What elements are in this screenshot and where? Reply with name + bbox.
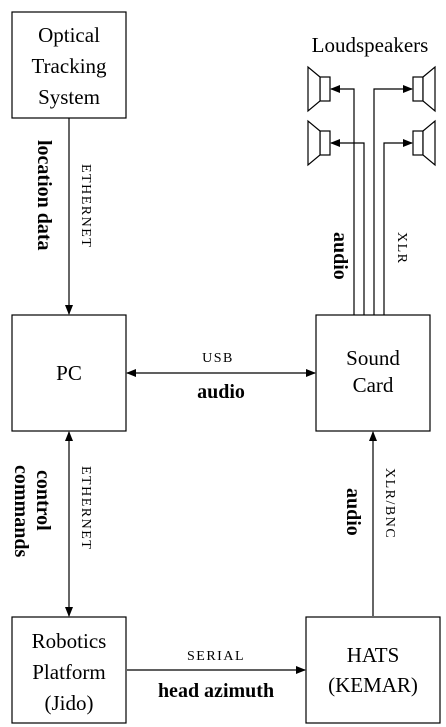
sound-card-line-2: Card	[353, 373, 394, 397]
audio-hats-label: audio	[342, 488, 364, 536]
xlr-bnc-label: XLR/BNC	[382, 468, 397, 539]
sound-card-line-1: Sound	[346, 346, 400, 370]
hats-box: HATS (KEMAR)	[305, 616, 441, 724]
control-label: control	[32, 470, 54, 531]
serial-label: SERIAL	[187, 649, 245, 664]
ethernet-top-label: ETHERNET	[78, 164, 93, 248]
wire-to-speaker-mid-right	[383, 139, 413, 315]
head-azimuth-label: head azimuth	[158, 680, 274, 702]
ethernet-bottom-label: ETHERNET	[78, 466, 93, 550]
commands-label: commands	[10, 465, 32, 557]
optical-tracking-line-1: Optical	[38, 23, 100, 47]
optical-tracking-line-2: Tracking	[31, 54, 107, 78]
location-data-label: location data	[33, 140, 55, 251]
wire-to-speaker-top-right	[373, 85, 413, 315]
optical-tracking-system-box: Optical Tracking System	[11, 11, 127, 119]
pc-label: PC	[56, 361, 82, 385]
loudspeakers-label: Loudspeakers	[312, 33, 429, 57]
wire-to-speaker-mid-left	[330, 139, 365, 315]
speaker-top-right	[412, 65, 436, 113]
speaker-top-left	[307, 65, 331, 113]
hats-line-1: HATS	[347, 643, 400, 667]
robotics-line-1: Robotics	[32, 629, 107, 653]
usb-label: USB	[202, 351, 234, 366]
xlr-label: XLR	[394, 232, 409, 265]
speaker-mid-left	[307, 119, 331, 167]
sound-card-box: Sound Card	[315, 314, 431, 432]
audio-usb-label: audio	[197, 381, 245, 403]
pc-box: PC	[11, 314, 127, 432]
optical-tracking-line-3: System	[38, 85, 100, 109]
hats-line-2: (KEMAR)	[328, 673, 418, 697]
robotics-line-2: Platform	[32, 660, 106, 684]
audio-speakers-label: audio	[329, 232, 351, 280]
robotics-platform-box: Robotics Platform (Jido)	[11, 616, 127, 724]
robotics-line-3: (Jido)	[45, 691, 94, 715]
wire-to-speaker-top-left	[330, 85, 355, 315]
speaker-mid-right	[412, 119, 436, 167]
